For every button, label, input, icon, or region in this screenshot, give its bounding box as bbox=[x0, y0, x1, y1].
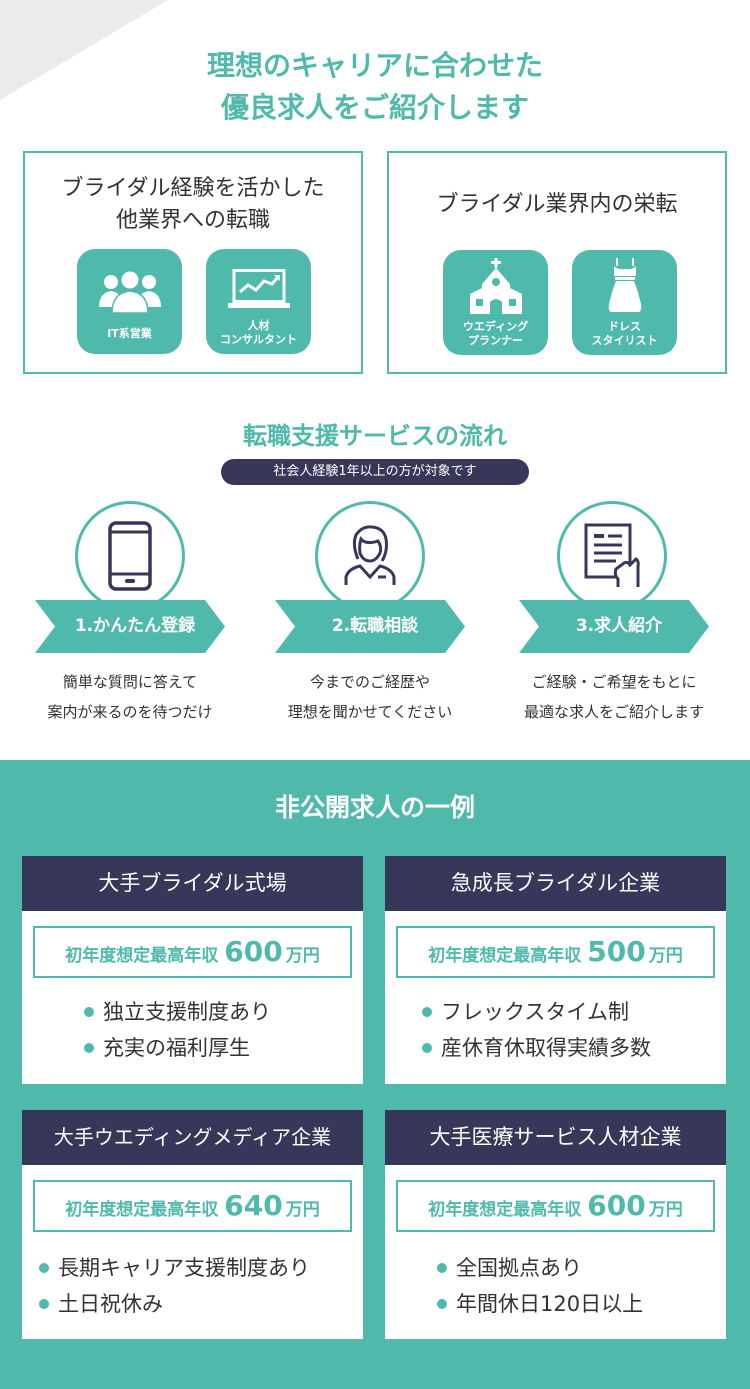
step-1-circle bbox=[75, 501, 185, 611]
bullet-dot-icon bbox=[39, 1299, 49, 1309]
bullet-dot-icon bbox=[84, 1043, 94, 1053]
chapel-icon bbox=[469, 258, 522, 314]
laptop-chart-icon bbox=[227, 269, 290, 308]
step-2-ribbon: 2.転職相談 bbox=[275, 600, 465, 653]
career-path-other-industries: ブライダル経験を活かした 他業界への転職 bbox=[23, 151, 363, 374]
tile-label-line2: プランナー bbox=[468, 334, 523, 347]
step-3-ribbon: 3.求人紹介 bbox=[519, 600, 709, 653]
bullet-dot-icon bbox=[437, 1299, 447, 1309]
decorative-corner bbox=[0, 0, 168, 100]
feature-item: フレックスタイム制 bbox=[422, 994, 726, 1030]
salary-label: 初年度想定最高年収 bbox=[428, 946, 582, 966]
feature-item: 全国拠点あり bbox=[437, 1250, 726, 1286]
bullet-dot-icon bbox=[422, 1007, 432, 1017]
step-2-label: 2.転職相談 bbox=[331, 616, 419, 636]
salary-unit: 万円 bbox=[648, 946, 683, 966]
private-jobs-title: 非公開求人の一例 bbox=[274, 793, 475, 822]
advisor-woman-icon bbox=[344, 525, 396, 585]
salary-value: 600 bbox=[224, 935, 283, 968]
salary-value: 600 bbox=[587, 1189, 646, 1222]
salary-unit: 万円 bbox=[285, 946, 320, 966]
bullet-dot-icon bbox=[39, 1263, 49, 1273]
feature-text: 全国拠点あり bbox=[456, 1256, 582, 1280]
career-path-title-line2: 他業界への転職 bbox=[115, 208, 270, 233]
feature-item: 充実の福利厚生 bbox=[84, 1030, 363, 1066]
feature-item: 土日祝休み bbox=[39, 1286, 363, 1322]
salary-value: 640 bbox=[224, 1189, 283, 1222]
job-card-company: 急成長ブライダル企業 bbox=[385, 856, 726, 911]
tile-label-line1: 人材 bbox=[247, 319, 270, 332]
salary-label: 初年度想定最高年収 bbox=[65, 1200, 219, 1220]
job-card-features: 全国拠点あり 年間休日120日以上 bbox=[385, 1250, 726, 1322]
step-2-desc-line1: 今までのご経歴や bbox=[309, 673, 430, 691]
bullet-dot-icon bbox=[422, 1043, 432, 1053]
career-path-title-line1: ブライダル経験を活かした bbox=[61, 176, 325, 201]
wedding-dress-icon bbox=[608, 258, 641, 312]
eligibility-badge: 社会人経験1年以上の方が対象です bbox=[221, 459, 529, 485]
salary-value: 500 bbox=[587, 935, 646, 968]
tile-label-line1: ウエディング bbox=[462, 320, 529, 333]
career-path-title: ブライダル業界内の栄転 bbox=[436, 192, 678, 217]
feature-text: 長期キャリア支援制度あり bbox=[58, 1256, 310, 1280]
step-3-label: 3.求人紹介 bbox=[575, 616, 663, 636]
feature-text: 土日祝休み bbox=[58, 1292, 163, 1316]
step-1-ribbon: 1.かんたん登録 bbox=[35, 600, 225, 653]
feature-text: 独立支援制度あり bbox=[103, 1000, 271, 1024]
tile-it-sales: IT系営業 bbox=[77, 249, 182, 354]
job-card-features: 長期キャリア支援制度あり 土日祝休み bbox=[22, 1250, 363, 1322]
smartphone-icon bbox=[108, 521, 152, 591]
bullet-dot-icon bbox=[437, 1263, 447, 1273]
flow-title: 転職支援サービスの流れ bbox=[243, 422, 507, 450]
step-3-desc-line2: 最適な求人をご紹介します bbox=[523, 703, 704, 721]
step-1-desc-line1: 簡単な質問に答えて bbox=[62, 673, 198, 691]
tile-label: IT系営業 bbox=[107, 327, 152, 340]
bullet-dot-icon bbox=[84, 1007, 94, 1017]
feature-text: 産休育休取得実績多数 bbox=[441, 1036, 651, 1060]
job-card-company: 大手医療サービス人材企業 bbox=[385, 1110, 726, 1165]
tile-hr-consultant: 人材 コンサルタント bbox=[206, 249, 311, 354]
job-card-features: フレックスタイム制 産休育休取得実績多数 bbox=[385, 994, 726, 1066]
feature-text: 年間休日120日以上 bbox=[456, 1292, 644, 1316]
salary-label: 初年度想定最高年収 bbox=[428, 1200, 582, 1220]
tile-label-line2: スタイリスト bbox=[591, 334, 658, 347]
job-card-company: 大手ブライダル式場 bbox=[22, 856, 363, 911]
job-card-company: 大手ウエディングメディア企業 bbox=[22, 1110, 363, 1165]
tile-label-line2: コンサルタント bbox=[220, 333, 297, 346]
salary-unit: 万円 bbox=[648, 1200, 683, 1220]
intro-headline-line2: 優良求人をご紹介します bbox=[220, 91, 529, 124]
feature-item: 独立支援制度あり bbox=[84, 994, 363, 1030]
feature-text: 充実の福利厚生 bbox=[103, 1036, 250, 1060]
job-card-features: 独立支援制度あり 充実の福利厚生 bbox=[22, 994, 363, 1066]
step-2-circle bbox=[315, 501, 425, 611]
tile-wedding-planner: ウエディング プランナー bbox=[443, 250, 548, 355]
step-2-desc-line2: 理想を聞かせてください bbox=[287, 703, 453, 721]
step-3-desc-line1: ご経験・ご希望をもとに bbox=[531, 673, 697, 691]
feature-item: 長期キャリア支援制度あり bbox=[39, 1250, 363, 1286]
intro-headline-line1: 理想のキャリアに合わせた bbox=[206, 49, 543, 82]
feature-item: 年間休日120日以上 bbox=[437, 1286, 726, 1322]
tile-dress-stylist: ドレス スタイリスト bbox=[572, 250, 677, 355]
people-group-icon bbox=[98, 270, 161, 313]
step-3-circle bbox=[557, 501, 667, 611]
feature-text: フレックスタイム制 bbox=[441, 1000, 629, 1024]
tile-label-line1: ドレス bbox=[608, 320, 641, 333]
salary-unit: 万円 bbox=[285, 1200, 320, 1220]
salary-label: 初年度想定最高年収 bbox=[65, 946, 219, 966]
document-hand-icon bbox=[584, 523, 640, 587]
feature-item: 産休育休取得実績多数 bbox=[422, 1030, 726, 1066]
step-1-label: 1.かんたん登録 bbox=[74, 616, 196, 636]
step-1-desc-line2: 案内が来るのを待つだけ bbox=[47, 703, 213, 721]
